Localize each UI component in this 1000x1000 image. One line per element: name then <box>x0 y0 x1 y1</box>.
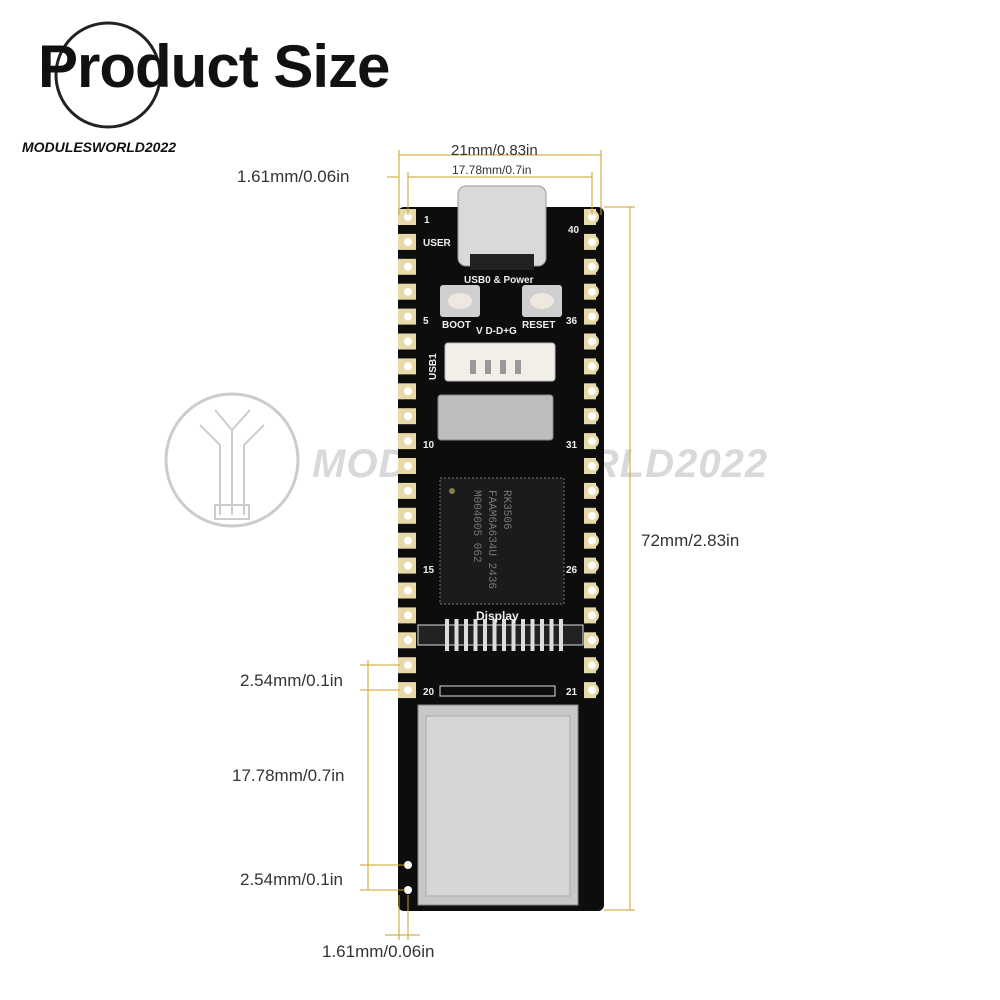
display-pin <box>540 619 544 651</box>
dimension-usb-span: 17.78mm/0.7in <box>452 163 532 177</box>
pin-pad <box>584 258 599 275</box>
pin-pad <box>398 358 416 375</box>
sd-card-slot <box>437 394 554 441</box>
dimension-edge-offset-top: 1.61mm/0.06in <box>237 167 350 186</box>
dimension-edge-offset-bottom: 1.61mm/0.06in <box>322 942 435 961</box>
pin-pad <box>584 657 599 674</box>
display-pin <box>521 619 525 651</box>
pin-pad <box>398 308 416 325</box>
chip-line-2: FAAM6A634U 2436 <box>485 490 497 589</box>
label-user: USER <box>423 238 452 249</box>
pin-pad <box>398 682 416 699</box>
pin-pad <box>398 209 416 225</box>
pin-pad <box>584 607 599 624</box>
pin-pad <box>584 482 599 499</box>
pin-pad <box>398 408 416 425</box>
display-pin <box>530 619 535 651</box>
page-title: Product Size <box>38 33 390 100</box>
watermark-circuit-icon <box>199 409 265 520</box>
pin-pad <box>584 532 599 549</box>
watermark-logo-icon <box>164 392 300 528</box>
label-usb0: USB0 & Power <box>464 275 534 286</box>
pin-number-20: 20 <box>423 687 435 698</box>
pin-pad <box>398 458 416 474</box>
dimension-length: 72mm/2.83in <box>641 531 740 550</box>
mount-hole <box>404 886 412 894</box>
pin-pad <box>398 283 416 300</box>
pin-pad <box>584 507 599 524</box>
pin-pad <box>584 433 599 450</box>
pin-pad <box>584 682 599 699</box>
label-reset: RESET <box>522 320 555 331</box>
pin-pad <box>398 507 416 524</box>
pin-number-40: 40 <box>568 225 580 236</box>
label-boot: BOOT <box>442 320 471 331</box>
pin-pad <box>398 383 416 400</box>
display-pin <box>445 619 449 651</box>
pin-pad <box>584 209 599 225</box>
pin-pad <box>398 333 416 350</box>
display-pin <box>464 619 468 651</box>
pin-header <box>398 209 599 894</box>
pin-pad <box>398 233 416 250</box>
rk3506-chip <box>439 477 565 605</box>
pin-pad <box>584 632 599 649</box>
dimension-top-width: 21mm/0.83in <box>451 142 538 159</box>
pin-pad <box>398 582 416 599</box>
pin-pad <box>398 433 416 450</box>
mount-hole <box>404 861 412 869</box>
pin-pad <box>584 333 599 350</box>
pin-pad <box>398 607 416 624</box>
pin-pad <box>584 408 599 425</box>
bottom-pads <box>439 685 556 697</box>
display-pin <box>454 619 459 651</box>
pin-number-1: 1 <box>424 215 430 226</box>
logo-icon <box>54 21 162 129</box>
pin-pad <box>584 582 599 599</box>
pin-pad <box>398 657 416 674</box>
pin-pad <box>584 458 599 474</box>
chip-line-3: M004005 062 <box>470 490 482 563</box>
dimension-pin-pitch-lower: 2.54mm/0.1in <box>240 870 343 889</box>
display-pin <box>511 619 516 651</box>
brand-label: MODULESWORLD2022 <box>22 139 177 155</box>
pin-pad <box>584 358 599 375</box>
label-usb1-pins: V D-D+G <box>476 326 517 337</box>
display-connector <box>417 624 584 646</box>
pin-number-26: 26 <box>566 565 578 576</box>
pin-pad <box>398 532 416 549</box>
label-usb1: USB1 <box>428 353 439 380</box>
pin-pad <box>584 383 599 400</box>
display-pin <box>483 619 487 651</box>
pin-number-31: 31 <box>566 440 578 451</box>
pin-pad <box>584 557 599 574</box>
display-pin <box>549 619 554 651</box>
pin-pad <box>398 258 416 275</box>
pin-pad <box>398 632 416 649</box>
pin-pad <box>584 233 599 250</box>
pin-number-21: 21 <box>566 687 578 698</box>
pin-pad <box>398 482 416 499</box>
pin-number-5: 5 <box>423 316 429 327</box>
pin-number-15: 15 <box>423 565 435 576</box>
chip-line-1: RK3506 <box>500 490 512 530</box>
dimension-row-spacing: 17.78mm/0.7in <box>232 766 345 785</box>
pin-pad <box>584 308 599 325</box>
display-pin <box>559 619 563 651</box>
display-pin <box>473 619 478 651</box>
label-display: Display <box>476 609 519 623</box>
dimension-pin-pitch-upper: 2.54mm/0.1in <box>240 671 343 690</box>
pin-pad <box>584 283 599 300</box>
display-pin <box>502 619 506 651</box>
pin-number-36: 36 <box>566 316 578 327</box>
pin-pad <box>398 557 416 574</box>
display-pin <box>492 619 497 651</box>
dimension-lines <box>360 150 635 940</box>
pin-number-10: 10 <box>423 440 435 451</box>
